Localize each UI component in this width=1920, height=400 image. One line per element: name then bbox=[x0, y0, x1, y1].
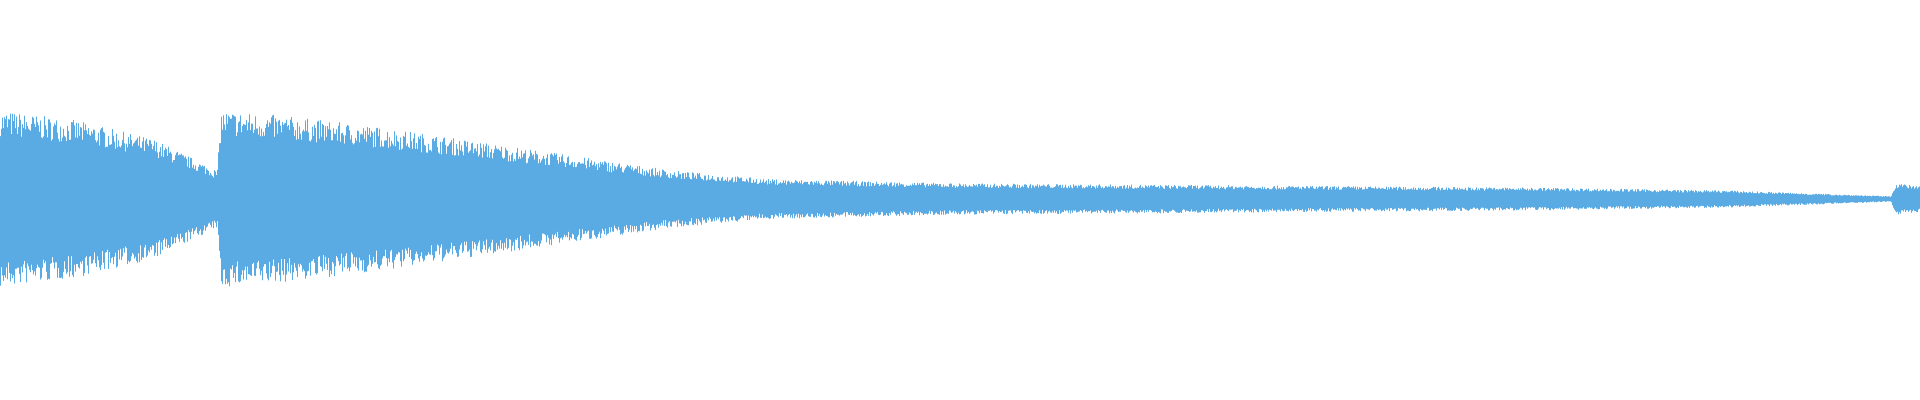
waveform-peaks bbox=[0, 113, 1920, 287]
waveform-bars bbox=[0, 113, 1920, 287]
